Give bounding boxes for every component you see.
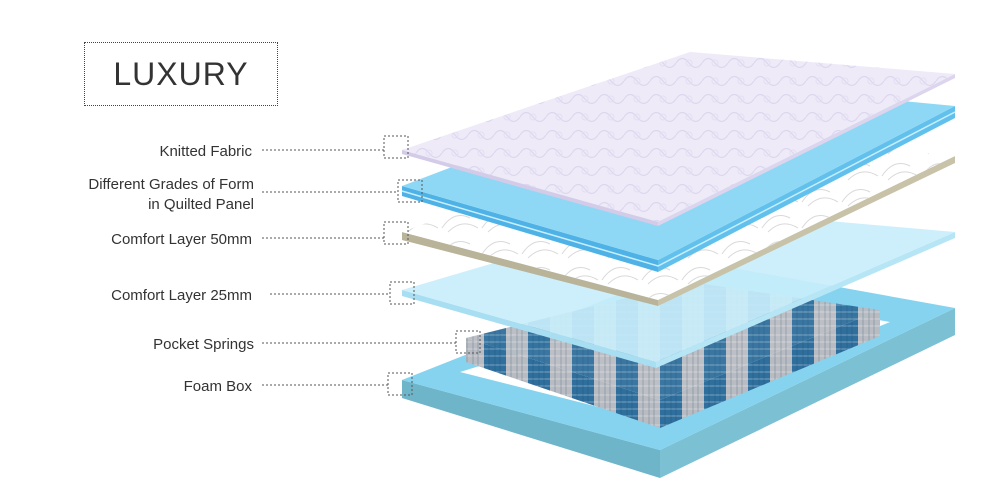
label-foam-box: Foam Box bbox=[183, 378, 252, 395]
title-box: LUXURY bbox=[84, 42, 278, 106]
leader-lines bbox=[262, 149, 456, 386]
label-quilted-panel-line1: Different Grades of Form bbox=[88, 176, 254, 193]
marker-squares bbox=[383, 135, 481, 396]
label-quilted-panel-line2: in Quilted Panel bbox=[148, 196, 254, 213]
label-knitted-fabric: Knitted Fabric bbox=[159, 143, 252, 160]
label-comfort-25mm: Comfort Layer 25mm bbox=[111, 287, 252, 304]
label-pocket-springs: Pocket Springs bbox=[153, 336, 254, 353]
label-comfort-50mm: Comfort Layer 50mm bbox=[111, 231, 252, 248]
page-title: LUXURY bbox=[113, 55, 249, 92]
knitted-fabric-layer bbox=[402, 52, 955, 226]
